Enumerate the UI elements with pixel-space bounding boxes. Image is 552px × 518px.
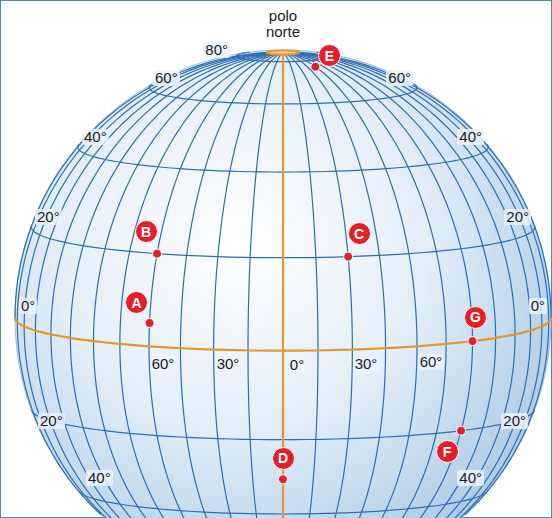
location-dot <box>468 337 477 346</box>
point-marker: E <box>318 44 341 67</box>
north-pole-ring <box>267 51 300 55</box>
graticule-line <box>180 52 282 518</box>
graticule-line <box>283 52 541 518</box>
degree-label: 60° <box>150 356 177 373</box>
location-dot <box>457 426 466 435</box>
location-dot <box>344 252 353 261</box>
point-marker: G <box>464 306 487 329</box>
pole-label: polo norte <box>256 8 310 41</box>
graticule-line <box>24 52 282 518</box>
graticule-line <box>35 52 282 518</box>
point-marker: F <box>436 440 459 463</box>
graticule-line <box>283 52 446 518</box>
point-letter: E <box>325 49 334 63</box>
location-dot <box>311 62 320 71</box>
graticule-line <box>214 52 283 518</box>
point-letter: B <box>141 225 151 239</box>
degree-label: 40° <box>86 470 113 487</box>
location-dot <box>153 249 162 258</box>
point-marker: C <box>348 222 371 245</box>
degree-label: 30° <box>353 356 380 373</box>
degree-label: 20° <box>504 209 531 226</box>
point-letter: A <box>131 296 141 310</box>
point-letter: G <box>470 310 481 324</box>
degree-label: 60° <box>386 70 413 87</box>
degree-label: 0° <box>529 298 547 315</box>
point-marker: B <box>135 220 158 243</box>
graticule-line <box>283 52 551 318</box>
degree-label: 0° <box>19 298 37 315</box>
point-letter: D <box>278 451 288 465</box>
location-dot <box>145 318 154 327</box>
degree-label: 40° <box>457 470 484 487</box>
degree-label: 20° <box>38 413 65 430</box>
graticule-line <box>283 52 352 518</box>
location-dot <box>279 475 288 484</box>
globe-sphere <box>15 50 551 518</box>
degree-label: 20° <box>35 209 62 226</box>
graticule-line <box>149 52 283 518</box>
degree-label: 60° <box>418 354 445 371</box>
degree-label: 20° <box>501 413 528 430</box>
degree-label: 30° <box>215 356 242 373</box>
degree-label: 60° <box>153 70 180 87</box>
graticule-line <box>283 52 548 515</box>
point-letter: F <box>443 445 452 459</box>
graticule-line <box>283 52 417 518</box>
graticule-line <box>283 52 472 518</box>
degree-label: 40° <box>82 129 109 146</box>
point-letter: C <box>354 227 364 241</box>
graticule-line <box>283 52 530 518</box>
point-marker: D <box>272 447 295 470</box>
degree-label: 80° <box>203 42 230 59</box>
graticule-line <box>120 52 283 518</box>
graticule-line <box>283 52 385 518</box>
degree-label: 0° <box>288 357 306 374</box>
graticule-line <box>283 52 515 518</box>
degree-label: 40° <box>457 129 484 146</box>
